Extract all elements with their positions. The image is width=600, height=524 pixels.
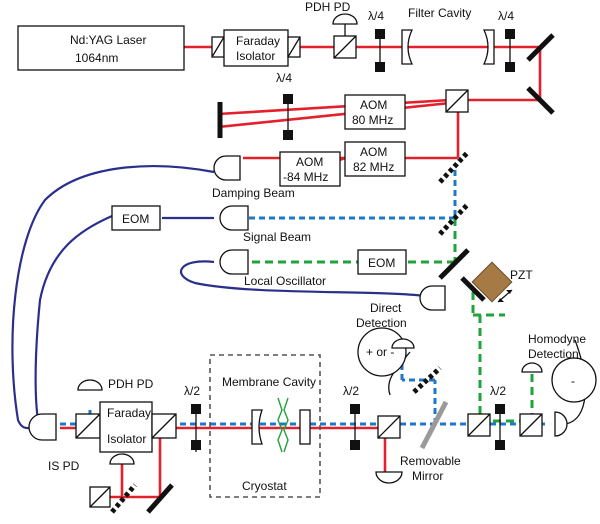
is-pd: IS PD <box>48 453 174 514</box>
faraday-isolator-top: Faraday Isolator <box>211 29 301 67</box>
direct-wire <box>388 351 411 396</box>
splitter-removable <box>375 415 403 484</box>
quarter-wave-plate-1: λ/4 <box>368 9 385 72</box>
half-wave-plate-3: λ/2 <box>490 384 506 450</box>
local-oscillator-label: Local Oscillator <box>244 274 326 288</box>
faraday-top-label-1: Faraday <box>236 34 280 48</box>
signal-beam-label: Signal Beam <box>243 230 311 244</box>
pdh-pd-bottom-label: PDH PD <box>108 377 154 391</box>
hwp-2-label: λ/2 <box>343 384 359 398</box>
damping-collimator: Damping Beam <box>212 155 295 200</box>
pdh-pd-top-label: PDH PD <box>305 0 351 14</box>
aom-82-label-1: AOM <box>360 145 387 159</box>
damping-fiber <box>11 165 215 430</box>
faraday-bottom-label-2: Isolator <box>107 432 146 446</box>
steering-mirror-2 <box>526 86 555 115</box>
removable-label-2: Mirror <box>412 469 443 483</box>
eom-signal-label: EOM <box>122 212 149 226</box>
homodyne-pd-right <box>554 411 568 437</box>
quarter-wave-plate-2: λ/4 <box>498 9 515 72</box>
filter-cavity: Filter Cavity <box>401 6 495 65</box>
pickoff-mirror-1 <box>438 150 470 184</box>
lo-collimator: Local Oscillator <box>219 249 326 288</box>
cryostat-box <box>209 354 321 498</box>
cavity-input-collimator <box>28 413 57 441</box>
faraday-isolator-bottom: Faraday Isolator <box>75 401 177 453</box>
eom-signal: EOM <box>111 205 161 231</box>
hwp-3-label: λ/2 <box>490 384 506 398</box>
damping-beam-label: Damping Beam <box>212 186 295 200</box>
aom-80: AOM 80 MHz <box>344 94 406 130</box>
aom-m84-label-1: AOM <box>296 155 323 169</box>
membrane-cavity-label: Membrane Cavity <box>222 375 316 389</box>
laser: Nd:YAG Laser 1064nm <box>17 25 185 71</box>
pzt-mirror: PZT <box>419 261 533 311</box>
qwp-3-label: λ/4 <box>276 71 292 85</box>
lo-fiber <box>180 260 426 298</box>
qwp-1-label: λ/4 <box>368 9 384 23</box>
laser-label-1: Nd:YAG Laser <box>70 33 146 47</box>
faraday-bottom-label-1: Faraday <box>107 406 151 420</box>
aom-80-label-2: 80 MHz <box>352 113 393 127</box>
pzt-actuator <box>471 261 513 303</box>
homodyne-label-2: Detection <box>528 347 579 361</box>
beam-splitter-aom <box>445 89 469 113</box>
aom-82-label-2: 82 MHz <box>353 160 394 174</box>
homodyne-pd-top <box>521 362 543 373</box>
eom-lo: EOM <box>357 249 407 275</box>
half-wave-plate-2: λ/2 <box>343 384 360 450</box>
pzt-label: PZT <box>510 268 533 282</box>
laser-label-2: 1064nm <box>75 51 118 65</box>
membrane-cavity: Membrane Cavity Cryostat <box>209 354 321 498</box>
direct-label-1: Direct <box>370 301 402 315</box>
aom80-beam-upper <box>217 98 451 116</box>
homodyne-label-1: Homodyne <box>528 332 586 346</box>
qwp-2-label: λ/4 <box>498 9 514 23</box>
filter-cavity-label: Filter Cavity <box>408 6 471 20</box>
aom80-beam-lower <box>217 101 451 129</box>
hwp-1-label: λ/2 <box>184 384 200 398</box>
direct-label-2: Detection <box>356 316 407 330</box>
eom-lo-label: EOM <box>368 256 395 270</box>
direct-pd <box>391 338 415 349</box>
lo-mirror <box>438 248 470 280</box>
half-wave-plate-1: λ/2 <box>184 384 201 452</box>
aom-80-label-1: AOM <box>360 98 387 112</box>
polarizing-splitter-right <box>467 413 491 437</box>
cryostat-label: Cryostat <box>242 479 287 493</box>
faraday-top-label-2: Isolator <box>236 49 275 63</box>
plus-or-minus-label: + or - <box>366 345 394 359</box>
pdh-pd-bottom: PDH PD <box>77 377 154 391</box>
removable-label-1: Removable <box>400 454 461 468</box>
is-pd-label: IS PD <box>48 459 80 473</box>
signal-collimator: Signal Beam <box>219 205 311 244</box>
aom-82: AOM 82 MHz <box>344 141 406 177</box>
removable-pd <box>375 471 403 484</box>
fibers <box>11 165 586 430</box>
quarter-wave-plate-3: λ/4 <box>276 71 293 140</box>
aom-minus-84: AOM -84 MHz <box>279 151 341 187</box>
pdh-pd-top: PDH PD <box>305 0 358 59</box>
membrane <box>277 397 289 453</box>
direct-amplifier <box>357 327 407 377</box>
aom-m84-label-2: -84 MHz <box>283 170 328 184</box>
homodyne-detection: Homodyne Detection - <box>519 332 597 437</box>
minus-label: - <box>571 374 575 388</box>
homodyne-amplifier <box>551 357 597 403</box>
removable-mirror <box>419 400 449 450</box>
steering-mirror-1 <box>526 33 555 62</box>
direct-detection: Direct Detection + or - <box>356 301 442 394</box>
signal-fiber <box>34 214 113 421</box>
direct-pickoff <box>412 366 442 394</box>
